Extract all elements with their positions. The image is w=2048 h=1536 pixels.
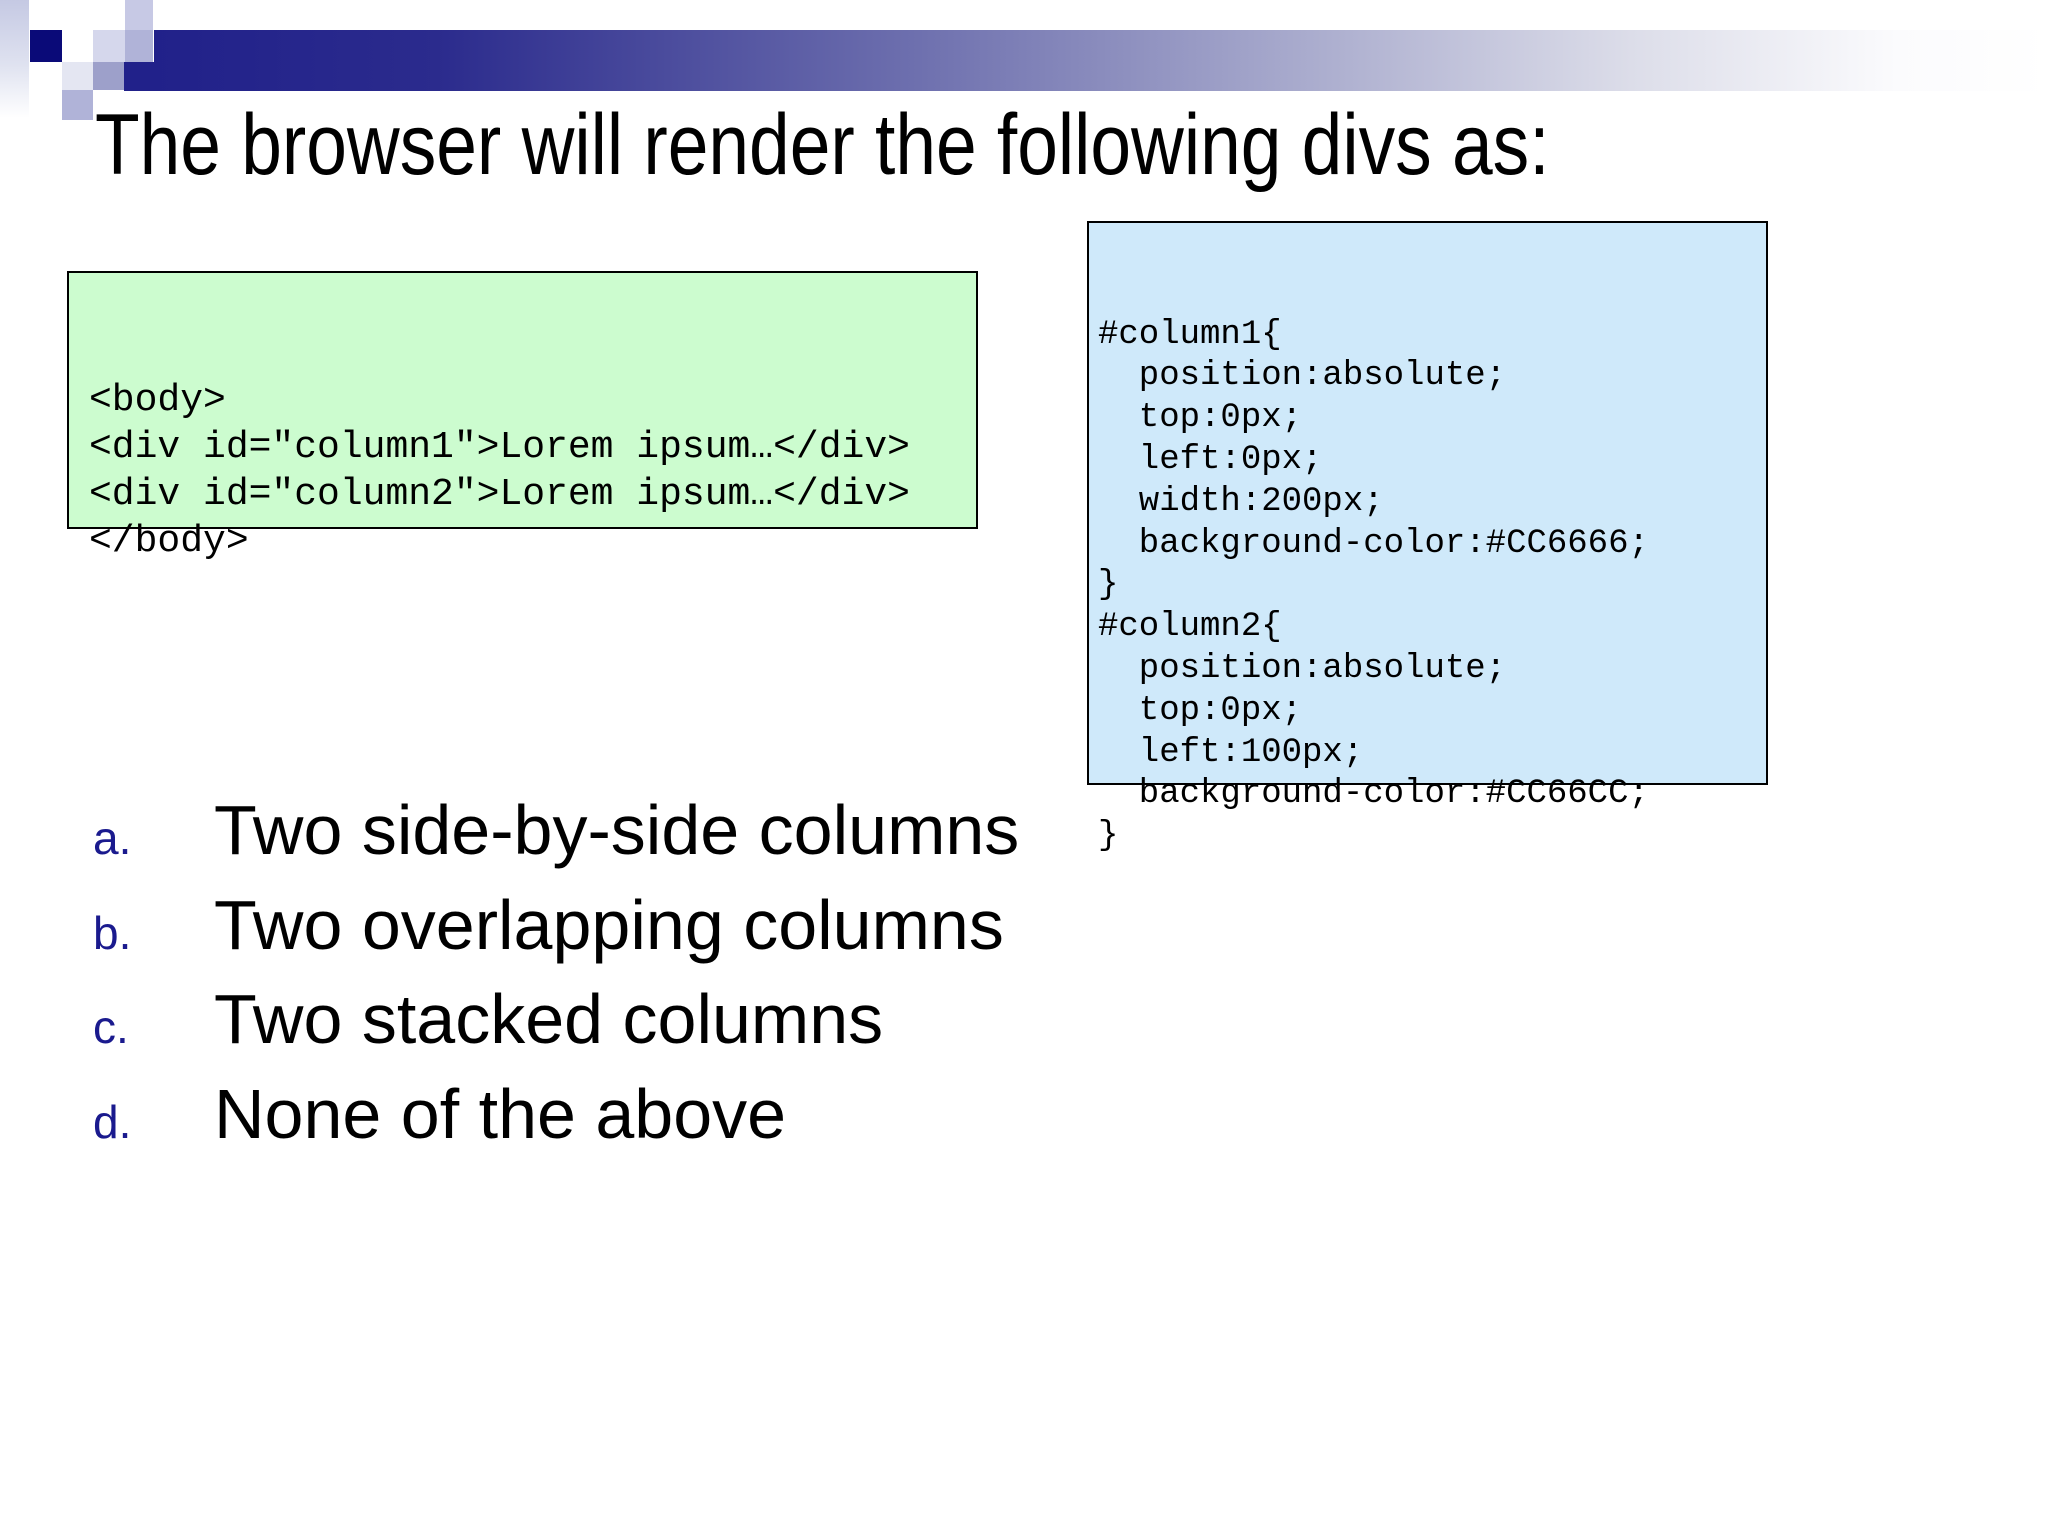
code-line: <div id="column2">Lorem ipsum…</div> xyxy=(89,473,910,516)
decor-square-medium-1 xyxy=(125,30,153,62)
header-bar-step xyxy=(124,62,154,91)
html-code-lines: <body><div id="column1">Lorem ipsum…</di… xyxy=(89,377,956,565)
answer-option: d. None of the above xyxy=(93,1074,1019,1169)
answer-option-letter: c. xyxy=(93,1001,129,1053)
answer-option-text: Two side-by-side columns xyxy=(214,791,1020,869)
code-line: <body> xyxy=(89,379,226,422)
code-line: top:0px; xyxy=(1098,691,1303,730)
code-line: } xyxy=(1098,566,1119,605)
code-line: </body> xyxy=(89,520,249,563)
decor-square-medium-3 xyxy=(62,90,93,120)
decor-square-light xyxy=(93,30,125,62)
code-line: position:absolute; xyxy=(1098,649,1507,688)
answer-option: b. Two overlapping columns xyxy=(93,885,1019,980)
code-line: background-color:#CC66CC; xyxy=(1098,775,1649,814)
code-line: #column2{ xyxy=(1098,608,1282,647)
html-code-box: <body><div id="column1">Lorem ipsum…</di… xyxy=(67,271,978,563)
code-line: left:0px; xyxy=(1098,440,1323,479)
code-line: position:absolute; xyxy=(1098,357,1507,396)
decor-square-top xyxy=(125,0,153,30)
decor-square-navy xyxy=(30,30,62,62)
answer-option-text: Two overlapping columns xyxy=(214,885,1004,964)
code-line: } xyxy=(1098,817,1119,856)
decor-left-strip xyxy=(0,0,29,118)
code-line: width:200px; xyxy=(1098,482,1384,521)
answer-options: a. Two side-by-side columns b. Two overl… xyxy=(93,790,1019,1168)
code-line: background-color:#CC6666; xyxy=(1098,524,1649,563)
answer-option: a. Two side-by-side columns xyxy=(93,790,1019,885)
answer-option-text: None of the above xyxy=(214,1074,787,1153)
decor-square-medium-2 xyxy=(93,62,124,90)
code-line: left:100px; xyxy=(1098,733,1364,772)
answer-option-letter: b. xyxy=(93,906,132,959)
answer-option-letter: d. xyxy=(93,1095,132,1148)
code-line: top:0px; xyxy=(1098,399,1303,438)
header-gradient-bar xyxy=(154,30,2048,91)
answer-option-letter: a. xyxy=(93,812,132,864)
code-line: #column1{ xyxy=(1098,315,1282,354)
code-line: <div id="column1">Lorem ipsum…</div> xyxy=(89,426,910,469)
css-code-lines: #column1{ position:absolute; top:0px; le… xyxy=(1098,315,1757,858)
answer-option: c. Two stacked columns xyxy=(93,979,1019,1074)
answer-option-text: Two stacked columns xyxy=(214,980,884,1058)
css-code-box: #column1{ position:absolute; top:0px; le… xyxy=(1087,221,1768,855)
slide-title: The browser will render the following di… xyxy=(95,97,1550,193)
decor-square-pale xyxy=(62,62,93,90)
